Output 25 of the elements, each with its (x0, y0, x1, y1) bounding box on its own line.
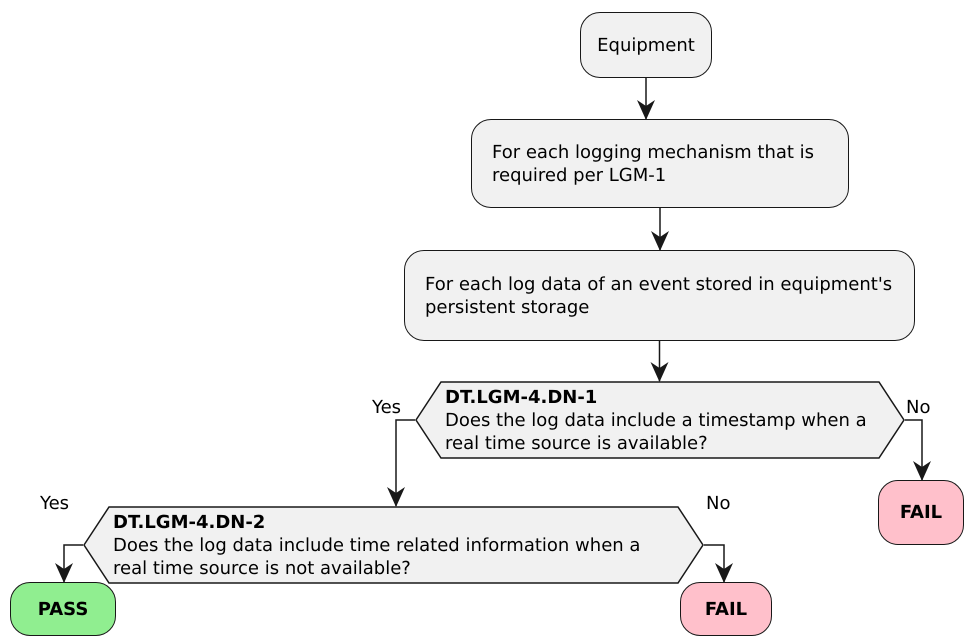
arrow (637, 78, 655, 120)
node-label: FAIL (898, 501, 944, 524)
node-label: For each logging mechanism that is required per LGM-1 (492, 140, 816, 186)
process-box (471, 119, 849, 208)
arrow (55, 544, 83, 583)
node-label: PASS (36, 598, 90, 620)
decision-id: DT.LGM-4.DN-1 (445, 386, 598, 408)
start-box (580, 12, 712, 78)
decision-hexagon (83, 506, 704, 584)
node-label: FAIL (704, 598, 748, 620)
arrow (905, 419, 931, 481)
end-box (680, 582, 772, 636)
arrow (387, 419, 415, 507)
arrow (651, 208, 669, 251)
node-label: Equipment (596, 34, 696, 56)
process-box (404, 250, 915, 341)
arrow (650, 341, 668, 382)
end-box (878, 480, 964, 545)
node-label: For each log data of an event stored in equipment's persistent storage (425, 272, 894, 318)
arrow (704, 544, 733, 583)
decision-id: DT.LGM-4.DN-2 (113, 510, 266, 534)
end-box (10, 582, 116, 636)
decision-question: Does the log data include a timestamp when a real time source is available? (445, 408, 868, 454)
decision-hexagon (415, 381, 905, 459)
decision-question: Does the log data include time related information when a real time source is not available? (113, 534, 642, 580)
